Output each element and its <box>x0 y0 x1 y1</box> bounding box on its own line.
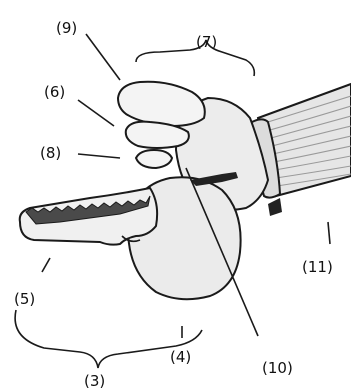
label-4: (4) <box>170 348 191 366</box>
segment-11-shape <box>248 84 351 216</box>
label-6: (6) <box>44 83 65 101</box>
label-3: (3) <box>84 372 105 388</box>
leader-11 <box>328 222 330 244</box>
leader-5 <box>42 258 50 272</box>
label-11: (11) <box>302 258 333 276</box>
lobe-8 <box>136 150 172 168</box>
leader-8 <box>78 154 120 158</box>
leader-9 <box>86 34 120 80</box>
lobe-9 <box>118 82 205 126</box>
label-8: (8) <box>40 144 61 162</box>
leader-6 <box>78 100 114 126</box>
label-5: (5) <box>14 290 35 308</box>
label-10: (10) <box>262 359 293 377</box>
joint-dark-mark <box>268 198 282 216</box>
label-9: (9) <box>56 19 77 37</box>
label-7: (7) <box>196 33 217 51</box>
